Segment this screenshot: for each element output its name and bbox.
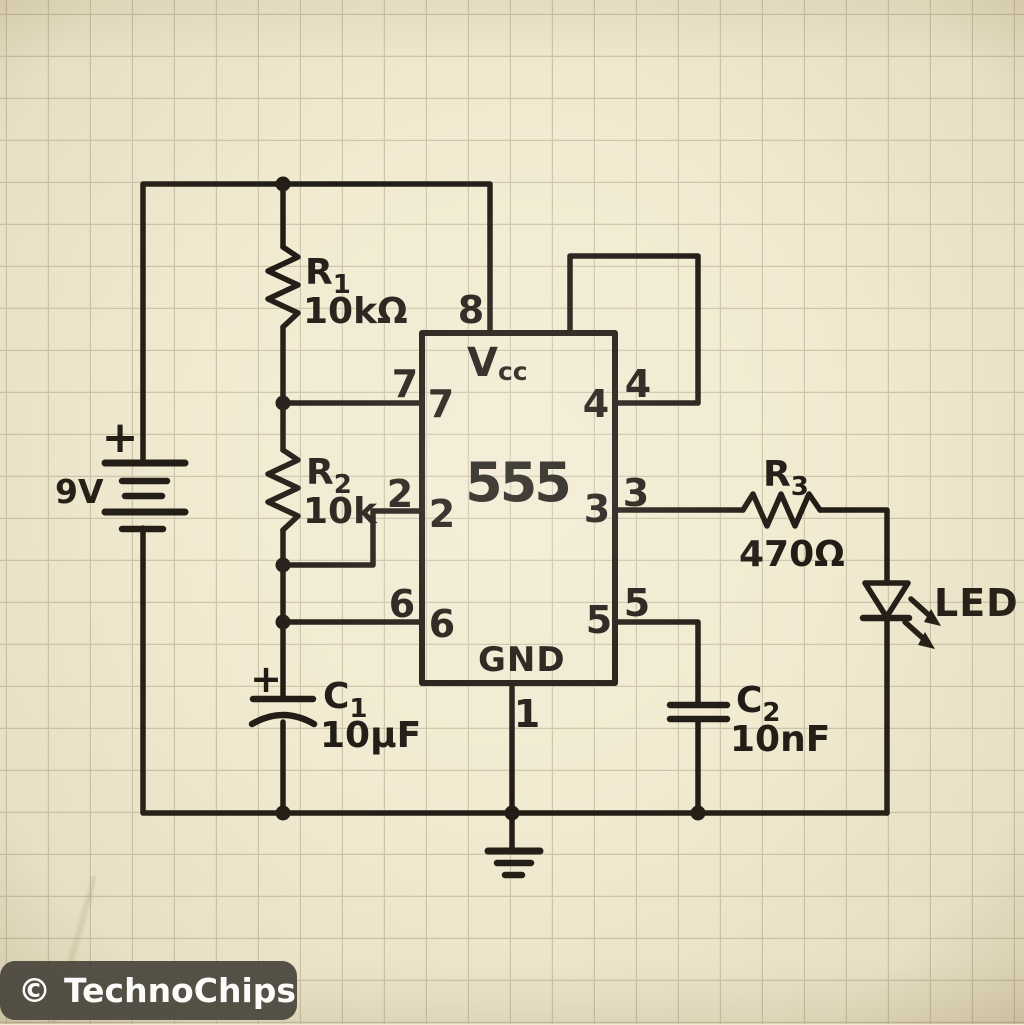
watermark-brand: TechnoChips [64,971,297,1010]
resistor-r2-zigzag [265,447,301,533]
wire-pin2 [280,508,425,568]
ic-gnd-label: GND [478,640,566,680]
pin-label-inside-2: 2 [429,492,455,536]
led-triangle [862,580,911,620]
wire-pin4-reset-loop [567,253,701,406]
led-symbol [859,580,941,649]
capacitor-c1-symbol [248,695,318,728]
pin-label-outside-1: 1 [514,692,540,736]
r3-ref-label: R3 [763,454,809,502]
c2-value-label: 10nF [730,719,830,760]
c1-value-label: 10µF [320,715,421,756]
led-label: LED [934,581,1019,625]
pin-label-inside-5: 5 [586,598,612,642]
ic-part-number: 555 [465,451,569,514]
pin-label-outside-8: 8 [458,288,484,332]
r1-value-label: 10kΩ [303,291,408,332]
junction-dot [275,395,291,411]
capacitor-c2-symbol [666,701,731,723]
pin-label-inside-4: 4 [583,382,609,426]
pin-label-outside-2: 2 [387,472,413,516]
junction-dot [275,614,291,630]
ground-symbol [484,847,544,879]
pin-label-inside-7: 7 [428,382,454,426]
pin-label-outside-7: 7 [392,362,418,406]
ic-555-body [419,330,618,686]
pin-label-outside-6: 6 [389,582,415,626]
battery-voltage-label: 9V [55,472,104,511]
c2-ref-label: C2 [736,680,781,728]
battery-plus-label: + [102,412,139,463]
led-light-arrows [902,596,941,649]
junction-dot [504,805,520,821]
wire-top-rail-and-pin8 [140,181,493,466]
pin-label-inside-3: 3 [584,487,610,531]
r3-value-label: 470Ω [739,534,845,575]
battery-symbol [101,459,189,533]
r1-ref-label: R1 [305,252,351,300]
watermark-badge: © TechnoChips [0,961,297,1020]
resistor-r3-zigzag [740,491,823,529]
r2-ref-label: R2 [306,452,352,500]
r2-value-label: 10k [303,491,378,532]
c1-ref-label: C1 [323,676,368,724]
copyright-icon: © [18,971,51,1010]
wire-bottom-rail [140,525,890,816]
resistor-r1-zigzag [265,244,301,330]
pin-label-outside-4: 4 [625,362,651,406]
junction-dot [275,176,291,192]
junction-dot [690,805,706,821]
wire-pin5-to-c2 [612,619,701,708]
pin-label-inside-6: 6 [429,602,455,646]
junction-dot [275,557,291,573]
wire-r3-to-led [817,507,890,586]
junction-dot [275,805,291,821]
ic-vcc-label: Vcc [467,340,528,386]
pin-label-outside-5: 5 [624,581,650,625]
pin-label-outside-3: 3 [623,471,649,515]
c1-polarity-label: + [250,657,282,701]
